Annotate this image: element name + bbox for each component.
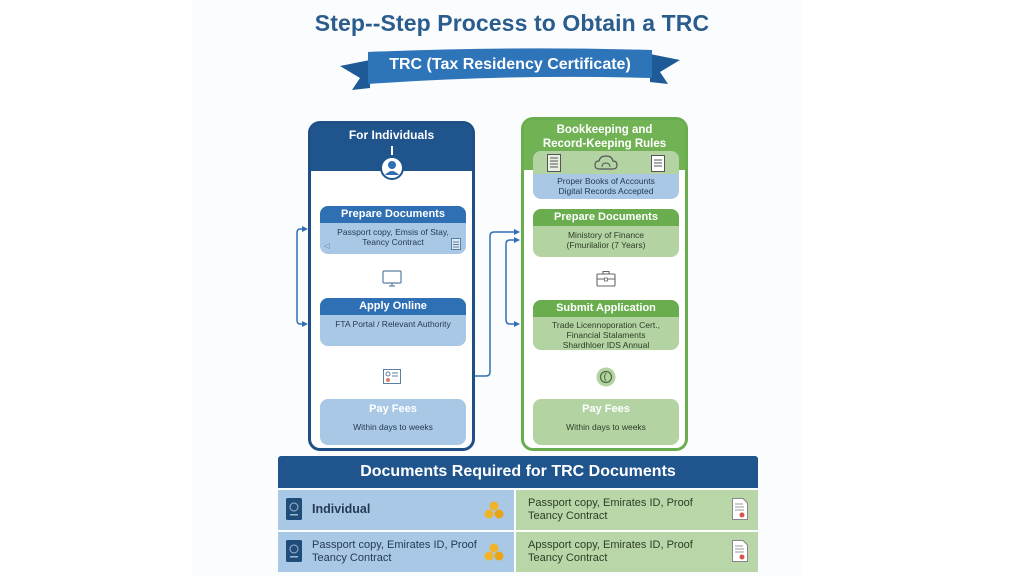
documents-row-1-right: Passport copy, Emirates ID, Proof Teancy… — [516, 490, 758, 530]
rules-text: Proper Books of Accounts Digital Records… — [533, 176, 679, 196]
cell-line: Teancy Contract — [528, 552, 608, 564]
cloud-icon — [594, 155, 618, 170]
cell-line: Passport copy, Emirates ID, Proof — [528, 497, 693, 509]
documents-header: Documents Required for TRC Documents — [278, 456, 758, 488]
step-body: Within days to weeks — [320, 418, 466, 432]
cell-line: Passport copy, Emirates ID, Proof — [312, 539, 477, 551]
step-body: Passport copy, Emsis of Stay, Teancy Con… — [320, 223, 466, 247]
passport-icon — [286, 540, 302, 562]
step-title: Prepare Documents — [320, 206, 466, 223]
step-prepare-documents-business: Prepare Documents Ministory of Finance (… — [533, 209, 679, 257]
step-title: Submit Application — [533, 300, 679, 317]
briefcase-icon — [596, 270, 616, 287]
step-body-line: Within days to weeks — [353, 422, 433, 432]
step-body-line: (Fmurilalior (7 Years) — [566, 240, 646, 250]
step-apply-online: Apply Online FTA Portal / Relevant Autho… — [320, 298, 466, 346]
cell-text: Passport copy, Emirates ID, Proof Teancy… — [528, 497, 693, 523]
step-body-line: Ministory of Finance — [567, 230, 645, 240]
cell-line: Teancy Contract — [312, 552, 392, 564]
step-pay-fees: Pay Fees Within days to weeks — [320, 399, 466, 445]
step-body-line: Passport copy, Emsis of Stay, — [337, 227, 449, 237]
speaker-icon: ◁ — [324, 243, 330, 250]
certificate-icon — [732, 540, 748, 562]
id-card-icon — [383, 369, 401, 384]
step-body-line: Within days to weeks — [566, 422, 646, 432]
page-title: Step--Step Process to Obtain a TRC — [314, 10, 710, 36]
step-title: Prepare Documents — [533, 209, 679, 226]
step-title: Pay Fees — [369, 403, 417, 415]
individuals-title: For Individuals — [348, 128, 435, 142]
step-title: Apply Online — [320, 298, 466, 315]
step-title: Pay Fees — [582, 403, 630, 415]
bookkeeping-card: Bookkeeping and Record-Keeping Rules Pro… — [521, 117, 688, 451]
step-prepare-documents: Prepare Documents Passport copy, Emsis o… — [320, 206, 466, 254]
cell-text: Apssport copy, Emirates ID, Proof Teancy… — [528, 539, 693, 565]
coins-icon — [484, 543, 504, 561]
step-submit-application: Submit Application Trade Licennoporation… — [533, 300, 679, 350]
document-icon — [451, 238, 461, 250]
individuals-card: For Individuals Prepare Documents Passpo… — [308, 121, 475, 451]
monitor-icon — [382, 270, 402, 287]
passport-icon — [286, 498, 302, 520]
step-body: Ministory of Finance (Fmurilalior (7 Yea… — [533, 226, 679, 250]
step-pay-fees-business: Pay Fees Within days to weeks — [533, 399, 679, 445]
cell-text: Individual — [312, 502, 371, 516]
step-body-line: Financial Stalaments — [566, 330, 646, 340]
receipt-icon — [651, 155, 665, 172]
step-body: Within days to weeks — [533, 418, 679, 432]
documents-row-2-left: Passport copy, Emirates ID, Proof Teancy… — [278, 532, 514, 572]
step-body-line: Shardhloer IDS Annual — [562, 340, 650, 350]
rule-line: Digital Records Accepted — [558, 186, 654, 196]
documents-row-1-left: Individual — [278, 490, 514, 530]
ledger-icon — [547, 154, 561, 172]
bookkeeping-title-line: Record-Keeping Rules — [542, 138, 667, 150]
certificate-icon — [732, 498, 748, 520]
documents-row-2-right: Apssport copy, Emirates ID, Proof Teancy… — [516, 532, 758, 572]
step-body-line: FTA Portal / Relevant Authority — [335, 319, 451, 329]
cell-line: Teancy Contract — [528, 510, 608, 522]
step-body-line: Teancy Contract — [362, 237, 424, 247]
cell-line: Apssport copy, Emirates ID, Proof — [528, 539, 693, 551]
ribbon-banner — [340, 48, 680, 90]
step-body: FTA Portal / Relevant Authority — [320, 315, 466, 329]
cell-text: Passport copy, Emirates ID, Proof Teancy… — [312, 539, 477, 565]
header-connector — [391, 146, 393, 155]
user-icon — [380, 156, 404, 180]
coins-icon — [484, 501, 504, 519]
rules-box: Proper Books of Accounts Digital Records… — [533, 151, 679, 199]
rule-line: Proper Books of Accounts — [557, 176, 655, 186]
bookkeeping-title-line: Bookkeeping and — [556, 124, 653, 136]
step-body: Trade Licennoporation Cert., Financial S… — [533, 317, 679, 350]
coin-icon — [596, 367, 616, 387]
step-body-line: Trade Licennoporation Cert., — [552, 320, 660, 330]
ribbon-text: TRC (Tax Residency Certificate) — [389, 56, 631, 73]
